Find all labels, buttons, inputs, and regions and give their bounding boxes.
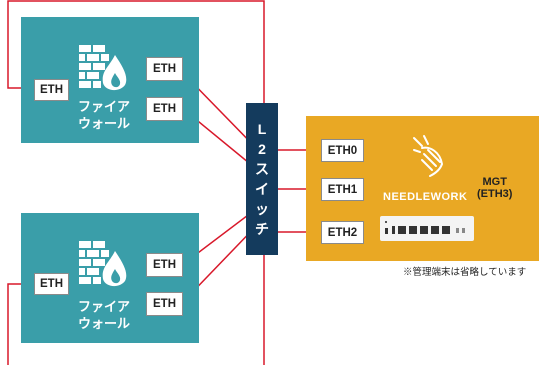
- needlework-eth2: ETH2: [321, 221, 364, 244]
- firewall-label: ファイア ウォール: [77, 299, 130, 331]
- fw1-eth-right-top: ETH: [146, 57, 183, 81]
- fw1-eth-left: ETH: [34, 79, 69, 101]
- fw2-eth-left: ETH: [34, 273, 69, 295]
- switch-char: 2: [258, 141, 266, 157]
- appliance-ports: [385, 221, 465, 234]
- mgt-port-label: MGT (ETH3): [477, 176, 513, 200]
- line-fw1-mgmt: [7, 0, 265, 103]
- footnote: ※管理端末は省略しています: [403, 267, 527, 278]
- fw1-eth-right-bottom: ETH: [146, 97, 183, 121]
- fw2-eth-right-bottom: ETH: [146, 292, 183, 316]
- appliance-device-icon: [380, 216, 474, 241]
- fw2-eth-right-top: ETH: [146, 253, 183, 277]
- switch-char: チ: [255, 221, 269, 237]
- firewall-icon: [79, 45, 127, 91]
- switch-char: L: [257, 121, 267, 137]
- switch-char: ス: [255, 161, 269, 177]
- firewall-icon: [79, 241, 127, 287]
- l2-switch: L 2 ス イ ッ チ: [246, 103, 278, 255]
- switch-char: ッ: [255, 201, 269, 217]
- switch-char: イ: [255, 181, 269, 197]
- needlework-logo-icon: [413, 135, 444, 177]
- firewall-label: ファイア ウォール: [77, 99, 130, 131]
- needlework-brand: NEEDLEWORK: [383, 191, 468, 203]
- needlework-eth0: ETH0: [321, 139, 364, 162]
- needlework-eth1: ETH1: [321, 178, 364, 201]
